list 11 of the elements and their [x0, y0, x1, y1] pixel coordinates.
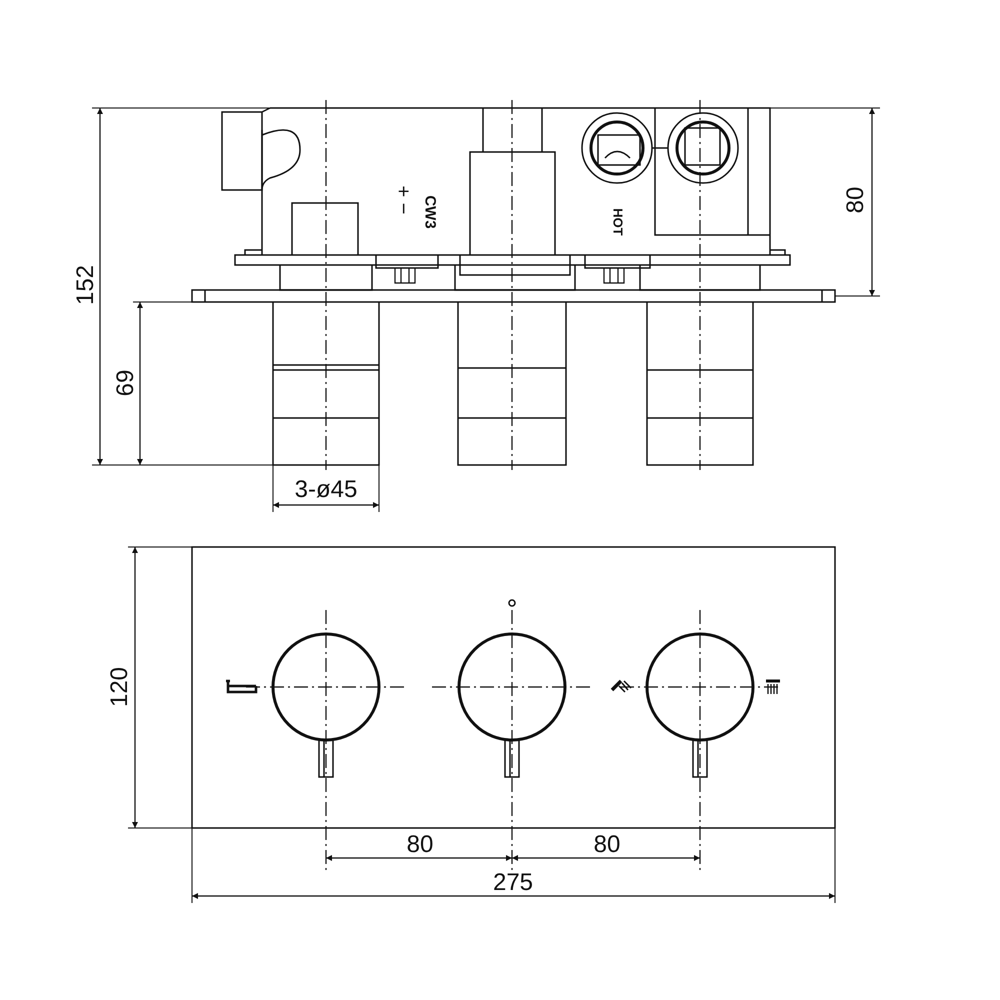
- dimension-label: 120: [108, 666, 132, 708]
- dimension-label: 3-ø45: [294, 478, 358, 502]
- port-label: CW3: [422, 195, 438, 229]
- dimension-label: 152: [74, 264, 98, 306]
- dimension-label: 275: [492, 871, 534, 895]
- dimension-label: 80: [406, 833, 434, 857]
- dimension-label: 80: [594, 833, 620, 857]
- direction-mark: + −: [393, 186, 413, 214]
- port-label: HOT: [612, 208, 624, 236]
- dimension-label: 80: [844, 186, 868, 214]
- dimension-label: 69: [114, 370, 138, 396]
